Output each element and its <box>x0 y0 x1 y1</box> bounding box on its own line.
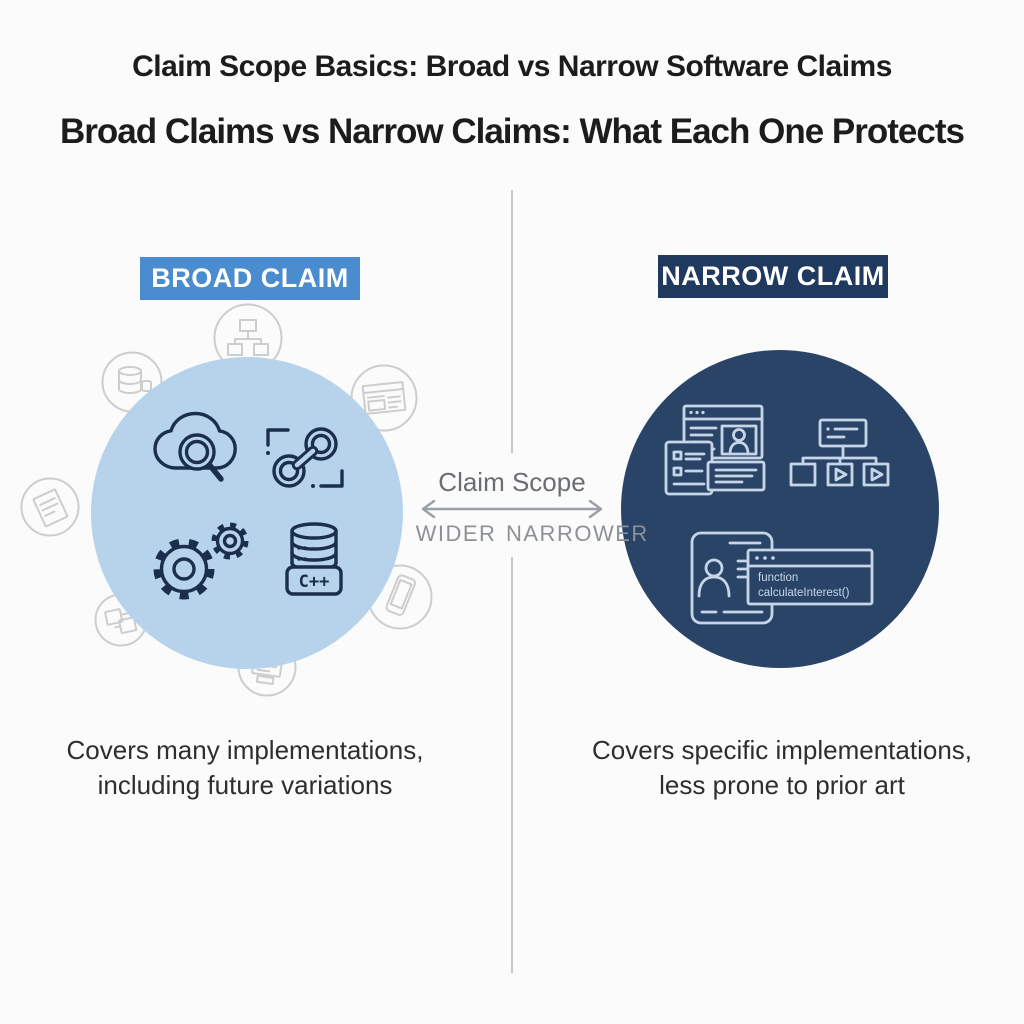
broad-claim-caption: Covers many implementations, including f… <box>45 733 445 803</box>
narrow-caption-line2: less prone to prior art <box>659 770 905 800</box>
document-icon <box>20 477 80 537</box>
broad-claim-header: BROAD CLAIM <box>140 257 360 300</box>
claim-scope-label: Claim Scope <box>438 467 586 497</box>
narrow-claim-circle <box>621 350 939 668</box>
narrow-caption-line1: Covers specific implementations, <box>591 735 973 765</box>
page-subtitle: Broad Claims vs Narrow Claims: What Each… <box>60 112 965 151</box>
divider-line-lower <box>511 557 513 973</box>
scale-arrow-icon <box>421 499 603 519</box>
database-cpp-icon: C++ <box>285 522 343 596</box>
flowchart-icon <box>789 418 890 487</box>
cloud-search-icon <box>153 411 237 482</box>
browser-profile-icon <box>664 404 766 496</box>
broad-caption-line1: Covers many implementations, <box>66 735 424 765</box>
link-icon <box>266 427 344 488</box>
cpp-badge-label: C++ <box>299 572 330 592</box>
wider-label: WIDER <box>415 521 497 546</box>
page-title: Claim Scope Basics: Broad vs Narrow Soft… <box>132 50 892 83</box>
broad-claim-header-label: BROAD CLAIM <box>151 263 349 293</box>
code-window-line2: calculateInterest() <box>758 587 850 599</box>
narrow-claim-caption: Covers specific implementations, less pr… <box>582 733 982 803</box>
broad-claim-circle <box>91 357 403 669</box>
narrower-label: NARROWER <box>506 521 649 546</box>
id-card-code-icon: function calculateInterest() <box>690 531 874 625</box>
broad-caption-line2: including future variations <box>97 770 393 800</box>
narrow-claim-header: NARROW CLAIM <box>658 255 888 298</box>
narrow-claim-header-label: NARROW CLAIM <box>661 261 885 291</box>
divider-line-upper <box>511 190 513 453</box>
gears-icon <box>153 522 249 600</box>
code-window-line1: function <box>758 572 798 584</box>
